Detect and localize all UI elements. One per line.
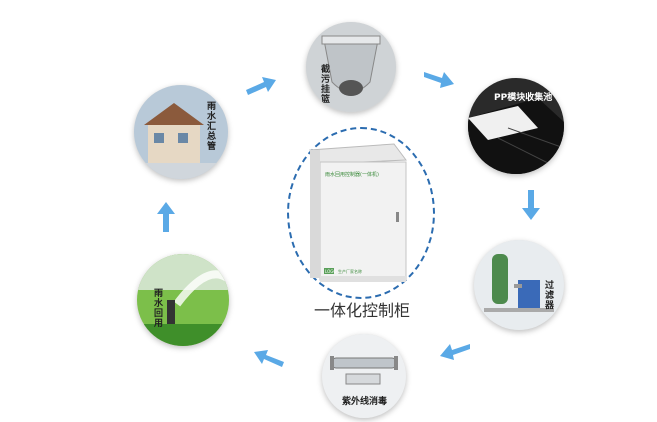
arrow-filterdevice-to-uv (440, 344, 470, 360)
cabinet-logo-text: LOGO (325, 269, 336, 274)
node-filter-device: 过滤器 (474, 240, 564, 330)
node-rain-collect: 雨水汇总管 (134, 85, 228, 179)
arrow-rain-to-filter (246, 77, 276, 95)
control-cabinet-image: 雨水回用控制器(一体机) LOGO 生产厂家名称 (309, 143, 407, 282)
node-filter-basket: 截污挂篮 (306, 22, 396, 112)
node-uv-label: 紫外线消毒 (342, 397, 388, 407)
node-irrigation-label: 雨水回用 (152, 288, 162, 328)
cabinet-header-text: 雨水回用控制器(一体机) (325, 171, 379, 178)
node-rain-collect-label: 雨水汇总管 (205, 101, 215, 151)
node-irrigation: 雨水回用 (137, 254, 229, 346)
cabinet-company-text: 生产厂家名称 (338, 268, 362, 274)
node-filter-basket-label: 截污挂篮 (319, 64, 329, 104)
arrow-uv-to-irrigation (254, 350, 284, 367)
arrow-filter-to-pp (424, 72, 454, 88)
node-pp-module: PP模块收集池 (468, 78, 564, 174)
node-pp-module-label: PP模块收集池 (494, 93, 553, 103)
center-title: 一体化控制柜 (313, 301, 410, 320)
center-dashed-ring (287, 127, 435, 299)
arrow-irrigation-to-rain (157, 202, 175, 232)
node-uv: 紫外线消毒 (322, 334, 406, 418)
arrow-pp-to-filterdevice (522, 190, 540, 220)
node-filter-device-label: 过滤器 (543, 280, 553, 310)
